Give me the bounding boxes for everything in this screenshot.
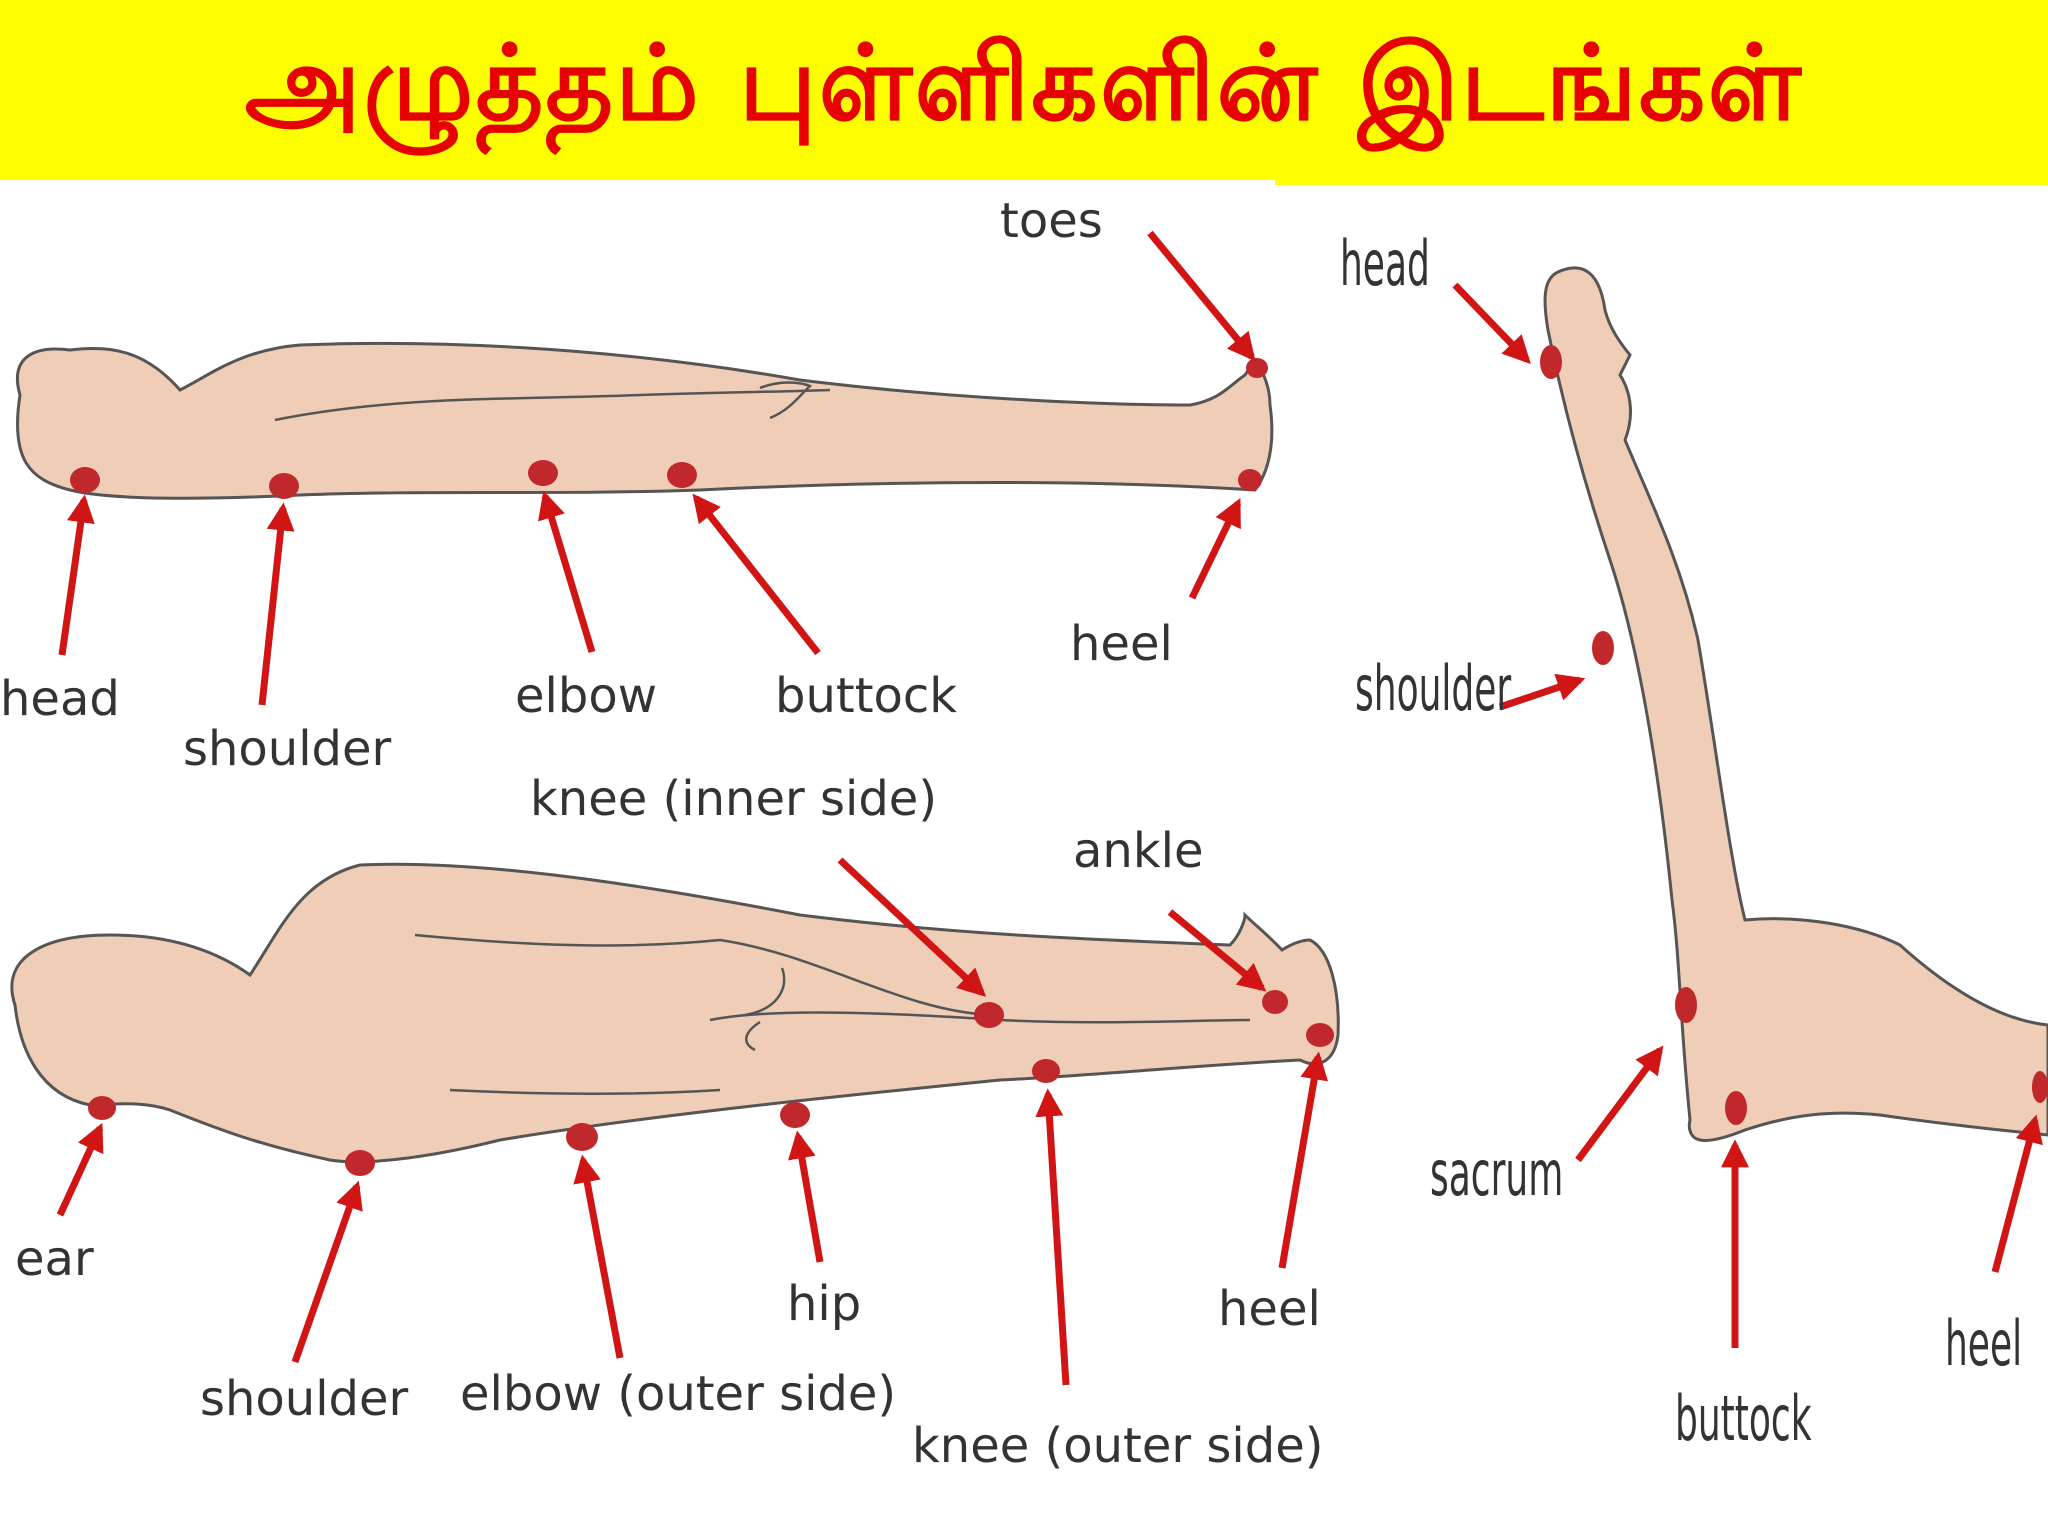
title-banner: அழுத்தம் புள்ளிகளின் இடங்கள் [0,0,2048,180]
pressure-dot-buttock-sitting [1725,1091,1747,1125]
pressure-dot-elbow [528,460,558,486]
pressure-dot-heel [1238,469,1262,491]
label-toes: toes [1000,193,1103,249]
arrow-toes [1147,230,1256,362]
arrow-knee-inner [837,857,987,997]
arrow-shoulder-side [291,1180,363,1364]
label-shoulder-sitting: shoulder [1355,654,1511,726]
pressure-dot-heel-side [1306,1023,1334,1047]
arrow-heel-side [1278,1051,1329,1269]
arrow-knee-outer [1035,1088,1070,1386]
label-elbow: elbow [515,668,657,724]
arrow-shoulder-sitting [1498,673,1586,711]
arrow-buttock [692,493,821,656]
label-heel-sitting: heel [1945,1309,2022,1381]
pressure-dot-heel-sitting [2032,1071,2048,1103]
side-lying-body [10,862,1340,1164]
pressure-dot-head-sitting [1540,345,1562,379]
label-shoulder: shoulder [183,721,392,777]
arrow-elbow [538,490,596,654]
pressure-dot-buttock [667,462,697,488]
label-ear: ear [15,1231,94,1287]
label-shoulder-side: shoulder [200,1371,409,1427]
arrow-heel [1188,497,1242,600]
label-head: head [0,671,120,727]
label-sacrum: sacrum [1430,1139,1563,1211]
supine-figure: toes head shoulder elbow buttock heel [0,193,1274,777]
arrow-sacrum [1575,1045,1664,1163]
side-lying-torso-line [449,1088,721,1095]
pressure-dot-knee-outer [1032,1059,1060,1083]
pressure-dot-hip [780,1102,810,1128]
supine-hand-line [759,381,813,420]
pressure-dot-shoulder-sitting [1592,631,1614,665]
pressure-dot-elbow-outer [566,1123,598,1151]
pressure-dot-sacrum [1675,987,1697,1023]
pressure-dot-ankle [1262,990,1288,1014]
side-lying-arm-line [414,933,991,1017]
label-buttock-sitting: buttock [1675,1384,1812,1456]
label-buttock: buttock [775,668,957,724]
pressure-dot-ear [88,1096,116,1120]
label-heel-side: heel [1218,1281,1321,1337]
label-knee-inner: knee (inner side) [530,771,937,827]
pressure-dot-knee-inner [974,1002,1004,1028]
pressure-dot-head [70,467,100,493]
arrow-head [58,494,95,656]
label-elbow-outer: elbow (outer side) [460,1366,896,1422]
banner-notch [1275,180,2048,185]
side-lying-wrist-line [744,967,786,1052]
arrow-elbow-outer [573,1154,624,1359]
arrow-ear [56,1122,104,1217]
pressure-dot-shoulder-side [345,1150,375,1176]
arrow-hip [788,1130,824,1263]
label-heel: heel [1070,616,1173,672]
arrow-ankle [1167,909,1267,992]
label-hip: hip [787,1276,861,1332]
arrow-head-sitting [1452,282,1531,365]
supine-arm-line [274,388,831,422]
label-ankle: ankle [1073,823,1204,879]
arrow-shoulder [258,502,295,706]
sitting-body-clean [1543,266,2048,1142]
label-head-sitting: head [1340,229,1430,301]
page-title: அழுத்தம் புள்ளிகளின் இடங்கள் [244,22,1804,144]
side-lying-figure: knee (inner side) ankle ear shoulder elb… [10,771,1340,1474]
arrow-heel-sitting [1991,1114,2043,1273]
pressure-dot-toes [1246,358,1268,378]
pressure-dot-shoulder [269,473,299,499]
label-knee-outer: knee (outer side) [912,1418,1323,1474]
